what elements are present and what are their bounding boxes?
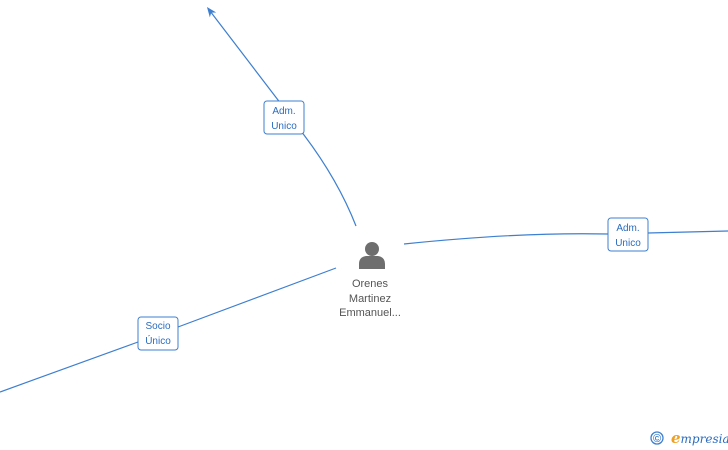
edge-label-left[interactable]: Socio Único [137, 316, 179, 351]
edge-label-top[interactable]: Adm. Unico [263, 100, 305, 135]
copyright-icon [650, 431, 664, 445]
brand-rest: mpresia [681, 432, 728, 446]
person-icon [359, 242, 385, 269]
brand-logo: empresia [671, 429, 728, 447]
edge-right-line[interactable] [403, 230, 728, 245]
center-node[interactable]: Orenes Martinez Emmanuel... [339, 242, 401, 319]
copyright-symbol: © [653, 433, 661, 445]
edge-label-right-line2: Unico [615, 238, 641, 249]
edge-label-right-line1: Adm. [616, 223, 639, 234]
node-name-line1: Orenes [352, 278, 389, 290]
edge-label-top-line2: Unico [271, 121, 297, 132]
edge-label-right[interactable]: Adm. Unico [607, 217, 649, 252]
node-name-line2: Martinez [349, 293, 391, 305]
edge-label-left-line1: Socio [145, 321, 170, 332]
brand-initial: e [671, 429, 681, 447]
node-name-line3: Emmanuel... [339, 307, 401, 319]
footer-brand: © empresia [650, 429, 728, 447]
edge-label-top-line1: Adm. [272, 106, 295, 117]
edge-label-left-line2: Único [145, 334, 171, 347]
edge-top-line[interactable] [206, 7, 357, 227]
